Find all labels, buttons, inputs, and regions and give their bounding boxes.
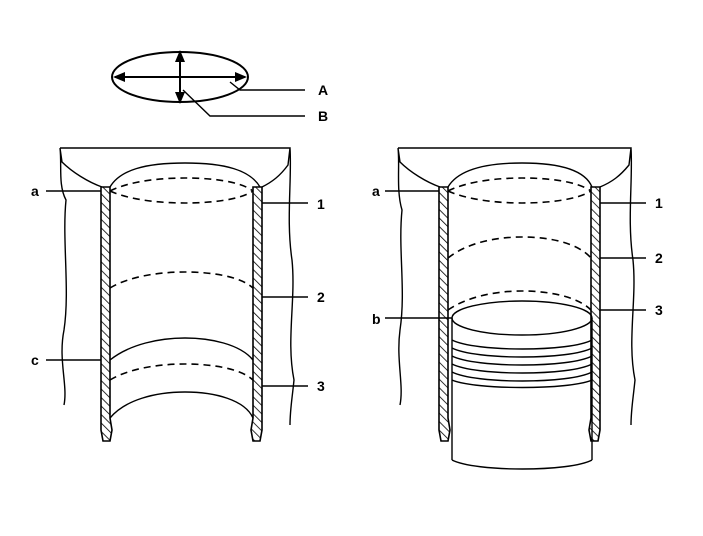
left-dash-lower	[109, 363, 254, 381]
right-position-3: 3	[655, 302, 663, 318]
right-marker-a: a	[372, 183, 380, 199]
piston-crown	[451, 300, 593, 336]
right-cylinder: a b 1 2 3	[372, 147, 663, 470]
arrowhead-bottom	[175, 92, 185, 104]
right-position-2: 2	[655, 250, 663, 266]
leader-b	[182, 89, 305, 117]
left-ring-solid	[109, 337, 254, 361]
right-block-outline	[397, 147, 636, 426]
piston-ring-4	[451, 363, 593, 374]
label-b: B	[318, 108, 328, 124]
piston-ring-1	[451, 339, 593, 350]
right-marker-b: b	[372, 311, 381, 327]
left-dash-upper-front	[109, 190, 254, 204]
right-position-1: 1	[655, 195, 663, 211]
right-dash-mid	[447, 236, 592, 259]
left-wall-right	[250, 186, 263, 442]
piston	[451, 300, 593, 470]
left-position-3: 3	[317, 378, 325, 394]
right-dash-upper-back	[447, 177, 592, 192]
right-dash-upper-front	[447, 190, 592, 204]
left-marker-c: c	[31, 352, 39, 368]
right-dash-lower	[447, 290, 592, 311]
piston-ring-5	[451, 371, 593, 382]
left-position-1: 1	[317, 196, 325, 212]
right-wall-left	[438, 186, 451, 442]
left-bottom-opening	[109, 391, 254, 419]
piston-ring-3	[451, 355, 593, 366]
arrowhead-top	[175, 50, 185, 62]
left-position-2: 2	[317, 289, 325, 305]
piston-skirt-bottom	[451, 459, 593, 470]
left-cylinder: a c 1 2 3	[31, 147, 325, 442]
right-top-rim	[447, 162, 593, 188]
piston-ring-6	[451, 379, 593, 389]
leader-a	[229, 81, 305, 91]
left-top-rim	[109, 162, 261, 188]
arrowhead-right	[235, 72, 247, 82]
measurement-ellipse-group: A B	[111, 50, 328, 124]
arrowhead-left	[113, 72, 125, 82]
label-a: A	[318, 82, 328, 98]
left-dash-upper-back	[109, 177, 254, 192]
left-marker-a: a	[31, 183, 39, 199]
left-wall-left	[100, 186, 113, 442]
left-block-outline	[59, 147, 295, 426]
left-dash-mid	[109, 271, 254, 289]
piston-ring-2	[451, 347, 593, 358]
